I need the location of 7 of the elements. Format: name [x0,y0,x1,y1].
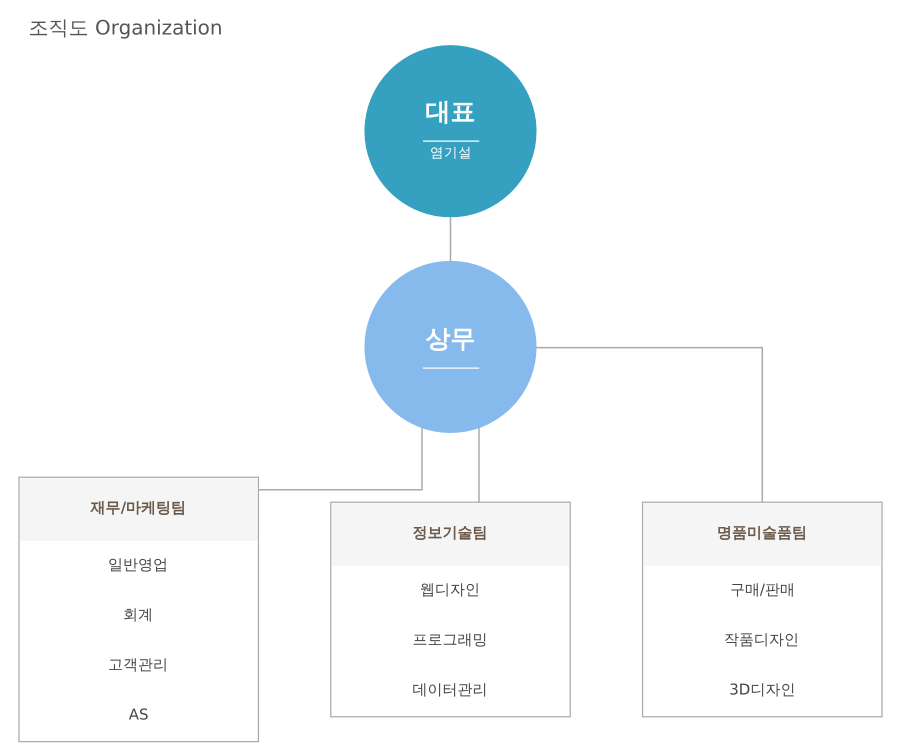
connector [478,428,480,502]
node-circle: 대표 염기설 [364,45,536,218]
connector [536,346,763,502]
connector [449,217,451,262]
node-circle: 상무 [364,260,536,433]
diagram-title: 조직도 Organization [28,15,222,40]
connector [258,428,422,490]
